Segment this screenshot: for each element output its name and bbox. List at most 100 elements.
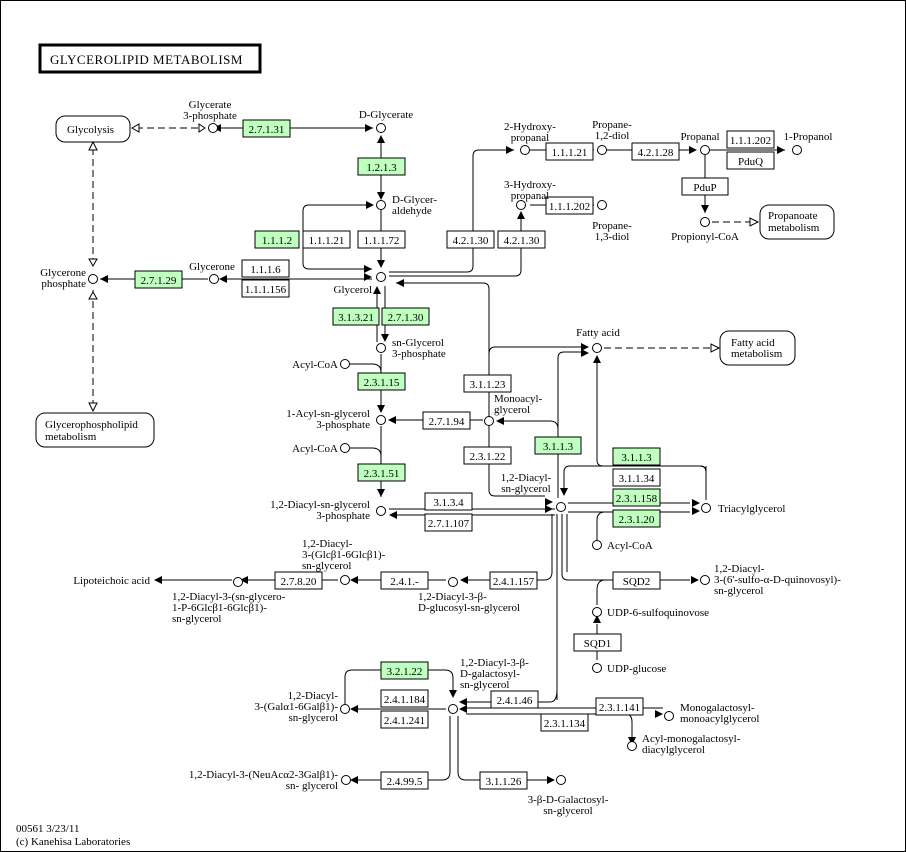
compound-propanal[interactable]: Propanal xyxy=(680,131,720,155)
enzyme-1-1-1-2[interactable]: 1.1.1.2 xyxy=(254,230,300,249)
map-link-glycolysis[interactable]: Glycolysis xyxy=(55,115,131,143)
enzyme-box[interactable] xyxy=(545,196,594,215)
enzyme-1-1-1-202[interactable]: 1.1.1.202 xyxy=(545,196,594,215)
enzyme-1-2-1-3[interactable]: 1.2.1.3 xyxy=(357,157,406,176)
enzyme-3-1-1-3[interactable]: 3.1.1.3 xyxy=(612,447,661,466)
enzyme-box[interactable] xyxy=(380,710,429,729)
enzyme-2-4-1--[interactable]: 2.4.1.- xyxy=(380,571,429,590)
compound-d-glyceraldehyde[interactable]: D-Glycer-aldehyde xyxy=(376,194,438,217)
compound-udp-6-sulfoquinovose[interactable]: UDP-6-sulfoquinovose xyxy=(592,607,710,619)
enzyme-2-7-1-31[interactable]: 2.7.1.31 xyxy=(242,119,291,138)
enzyme-box[interactable] xyxy=(545,142,594,161)
enzyme-box[interactable] xyxy=(489,571,538,590)
compound-node-icon[interactable] xyxy=(792,145,802,155)
compound-glycero-p-diglucosyl-dg[interactable]: 1,2-Diacyl-3-(sn-glycero-1-P-6Glcβ1-6Glc… xyxy=(172,577,286,626)
enzyme-1-1-1-21[interactable]: 1.1.1.21 xyxy=(545,142,594,161)
enzyme-box[interactable] xyxy=(534,436,582,455)
compound-node-icon[interactable] xyxy=(376,415,386,425)
enzyme-4-2-1-28[interactable]: 4.2.1.28 xyxy=(631,142,680,161)
map-link-fatty-acid[interactable]: Fatty acid metabolism xyxy=(719,330,796,366)
compound-node-icon[interactable] xyxy=(516,200,526,210)
compound-node-icon[interactable] xyxy=(597,200,607,210)
enzyme-2-7-1-107[interactable]: 2.7.1.107 xyxy=(424,513,473,532)
compound-node-icon[interactable] xyxy=(376,343,386,353)
enzyme-box[interactable] xyxy=(612,488,661,507)
compound-node-icon[interactable] xyxy=(233,577,243,587)
enzyme-4-2-1-30[interactable]: 4.2.1.30 xyxy=(497,230,546,249)
enzyme-box[interactable] xyxy=(681,177,729,196)
enzyme-box[interactable] xyxy=(332,307,380,326)
compound-lipoteichoic-acid[interactable]: Lipoteichoic acid xyxy=(73,575,150,587)
compound-udp-glucose[interactable]: UDP-glucose xyxy=(592,663,667,675)
enzyme-box[interactable] xyxy=(241,279,290,298)
compound-node-icon[interactable] xyxy=(556,502,566,512)
compound-acyl-coa-1[interactable]: Acyl-CoA xyxy=(292,359,350,371)
compound-acyl-coa-2[interactable]: Acyl-CoA xyxy=(292,443,350,455)
compound-neuac-gal-dg[interactable]: 1,2-Diacyl-3-(NeuAcα2-3Galβ1)-sn- glycer… xyxy=(189,769,351,792)
compound-1-propanol[interactable]: 1-Propanol xyxy=(784,131,833,155)
enzyme-3-1-1-34[interactable]: 3.1.1.34 xyxy=(612,468,661,487)
compound-digalactosyl-dg[interactable]: 1,2-Diacyl-3-(Galα1-6Galβ1)-sn-glycerol xyxy=(255,690,350,724)
compound-triacylglycerol[interactable]: Triacylglycerol xyxy=(701,503,786,515)
compound-galactosyl-dg[interactable]: 1,2-Diacyl-3-β-D-galactosyl-sn-glycerol xyxy=(448,657,530,714)
compound-2-hydroxypropanal[interactable]: 2-Hydroxy-propanal xyxy=(504,121,556,155)
compound-node-icon[interactable] xyxy=(700,145,710,155)
compound-sulfoquinovosyl-dg[interactable]: 1,2-Diacyl-3-(6'-sulfo-α-D-quinovosyl)-s… xyxy=(700,563,842,597)
enzyme-box[interactable] xyxy=(726,151,775,170)
compound-monoacylglycerol[interactable]: Monoacyl-glycerol xyxy=(484,393,543,426)
compound-glucosyl-dg[interactable]: 1,2-Diacyl-3-β-D-glucosyl-sn-glycerol xyxy=(418,577,520,615)
enzyme-box[interactable] xyxy=(134,270,183,289)
enzyme-box[interactable] xyxy=(424,492,473,511)
compound-node-icon[interactable] xyxy=(340,704,350,714)
compound-node-icon[interactable] xyxy=(592,663,602,673)
enzyme-box[interactable] xyxy=(254,230,300,249)
compound-node-icon[interactable] xyxy=(520,145,530,155)
enzyme-box[interactable] xyxy=(357,463,406,482)
compound-fatty-acid[interactable]: Fatty acid xyxy=(576,327,620,353)
enzyme-2-4-99-5[interactable]: 2.4.99.5 xyxy=(380,771,429,790)
enzyme-2-3-1-141[interactable]: 2.3.1.141 xyxy=(595,697,644,716)
compound-12-diacyl-sn-glycerol[interactable]: 1,2-Diacyl-sn-glycerol xyxy=(501,472,566,512)
compound-node-icon[interactable] xyxy=(597,145,607,155)
compound-node-icon[interactable] xyxy=(627,741,637,751)
enzyme-2-3-1-158[interactable]: 2.3.1.158 xyxy=(612,488,661,507)
enzyme-box[interactable] xyxy=(612,509,661,528)
enzyme-3-1-1-3[interactable]: 3.1.1.3 xyxy=(534,436,582,455)
enzyme-2-7-1-94[interactable]: 2.7.1.94 xyxy=(422,411,471,430)
compound-3-hydroxypropanal[interactable]: 3-Hydroxy-propanal xyxy=(504,179,556,210)
enzyme-box[interactable] xyxy=(612,571,661,590)
enzyme-4-2-1-30[interactable]: 4.2.1.30 xyxy=(446,230,495,249)
compound-node-icon[interactable] xyxy=(592,540,602,550)
enzyme-2-3-1-15[interactable]: 2.3.1.15 xyxy=(357,372,406,391)
enzyme-box[interactable] xyxy=(595,697,644,716)
enzyme-2-7-8-20[interactable]: 2.7.8.20 xyxy=(274,571,323,590)
compound-propionyl-coa[interactable]: Propionyl-CoA xyxy=(671,217,739,244)
map-link-glycerophospholipid[interactable]: Glycerophospholipid metabolism xyxy=(35,412,155,448)
enzyme-box[interactable] xyxy=(422,411,471,430)
enzyme-1-1-1-156[interactable]: 1.1.1.156 xyxy=(241,279,290,298)
compound-monogalactosyl-mag[interactable]: Monogalactosyl-monoacylglycerol xyxy=(664,702,760,725)
enzyme-2-3-1-20[interactable]: 2.3.1.20 xyxy=(612,509,661,528)
enzyme-box[interactable] xyxy=(380,689,429,708)
enzyme-box[interactable] xyxy=(497,230,546,249)
compound-node-icon[interactable] xyxy=(592,607,602,617)
enzyme-pduq[interactable]: PduQ xyxy=(726,151,775,170)
compound-acyl-mgdg[interactable]: Acyl-monogalactosyl-diacylglycerol xyxy=(627,733,741,756)
enzyme-box[interactable] xyxy=(463,446,512,465)
compound-node-icon[interactable] xyxy=(208,123,218,133)
enzyme-box[interactable] xyxy=(631,142,680,161)
compound-glycerol[interactable]: Glycerol xyxy=(334,272,386,297)
compound-node-icon[interactable] xyxy=(376,272,386,282)
enzyme-box[interactable] xyxy=(302,230,351,249)
enzyme-3-2-1-22[interactable]: 3.2.1.22 xyxy=(380,661,429,680)
enzyme-box[interactable] xyxy=(357,157,406,176)
compound-node-icon[interactable] xyxy=(700,575,710,585)
compound-node-icon[interactable] xyxy=(484,416,494,426)
compound-node-icon[interactable] xyxy=(88,274,98,284)
enzyme-2-7-1-30[interactable]: 2.7.1.30 xyxy=(381,307,430,326)
